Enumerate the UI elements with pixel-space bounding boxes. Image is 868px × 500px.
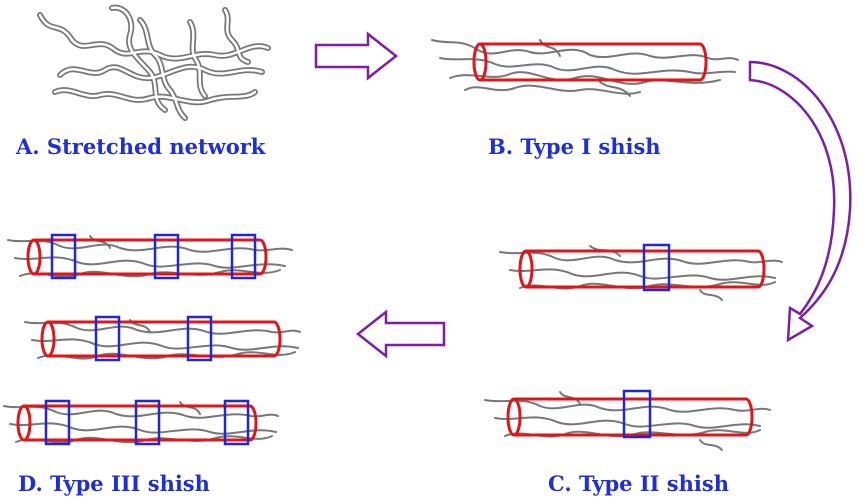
kebab-lamella (622, 389, 652, 439)
caption-type-ii-shish: C. Type II shish (548, 471, 729, 496)
kebab-lamella (134, 399, 161, 446)
caption-stretched-network: A. Stretched network (16, 134, 266, 159)
caption-type-iii-shish: D. Type III shish (18, 471, 210, 496)
kebab-lamella (230, 233, 257, 280)
type-iii-shish-bottom (3, 399, 279, 446)
kebab-lamella (223, 399, 250, 446)
kebab-lamella (44, 399, 71, 446)
kebab-lamella (50, 233, 77, 280)
type-ii-shish-lower (484, 389, 771, 451)
stretched-network (37, 4, 271, 121)
type-i-shish (431, 39, 739, 97)
type-iii-shish-top (7, 233, 293, 280)
type-iii-shish-middle (24, 315, 301, 362)
arrow-right-icon (314, 31, 399, 81)
kebab-lamella (153, 233, 180, 280)
caption-type-i-shish: B. Type I shish (488, 134, 661, 159)
type-ii-shish-upper (499, 243, 783, 301)
kebab-lamella (186, 315, 213, 362)
kebab-lamella (642, 243, 671, 292)
arrow-left-icon (355, 309, 446, 359)
curved-arrow-icon (748, 60, 852, 343)
kebab-lamella (94, 315, 121, 362)
